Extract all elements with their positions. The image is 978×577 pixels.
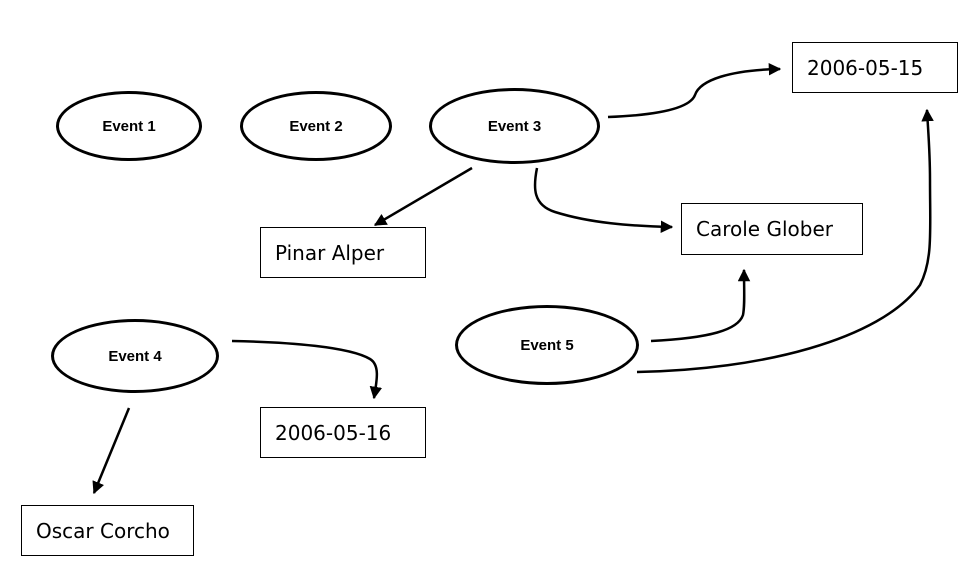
value-box-pinar-alper: Pinar Alper <box>260 227 426 278</box>
edge-event-5-to-carole-glober <box>650 268 751 343</box>
value-box-2006-05-16: 2006-05-16 <box>260 407 426 458</box>
value-box-carole-glober: Carole Glober <box>681 203 863 255</box>
value-box-oscar-corcho: Oscar Corcho <box>21 505 194 556</box>
event-node-3: Event 3 <box>429 88 600 164</box>
event-node-2: Event 2 <box>240 91 392 161</box>
event-node-4: Event 4 <box>51 319 219 393</box>
edge-event-3-to-carole-glober <box>533 167 674 233</box>
edge-event-4-to-oscar-corcho <box>92 407 131 495</box>
edge-event-3-to-date-2006-05-15 <box>607 62 782 119</box>
value-box-2006-05-15: 2006-05-15 <box>792 42 958 93</box>
event-node-1: Event 1 <box>56 91 202 161</box>
edge-event-4-to-date-2006-05-16 <box>231 339 383 400</box>
edge-event-5-to-date-2006-05-15 <box>636 108 934 374</box>
edge-event-3-to-pinar-alper <box>373 166 473 227</box>
event-node-5: Event 5 <box>455 305 639 385</box>
